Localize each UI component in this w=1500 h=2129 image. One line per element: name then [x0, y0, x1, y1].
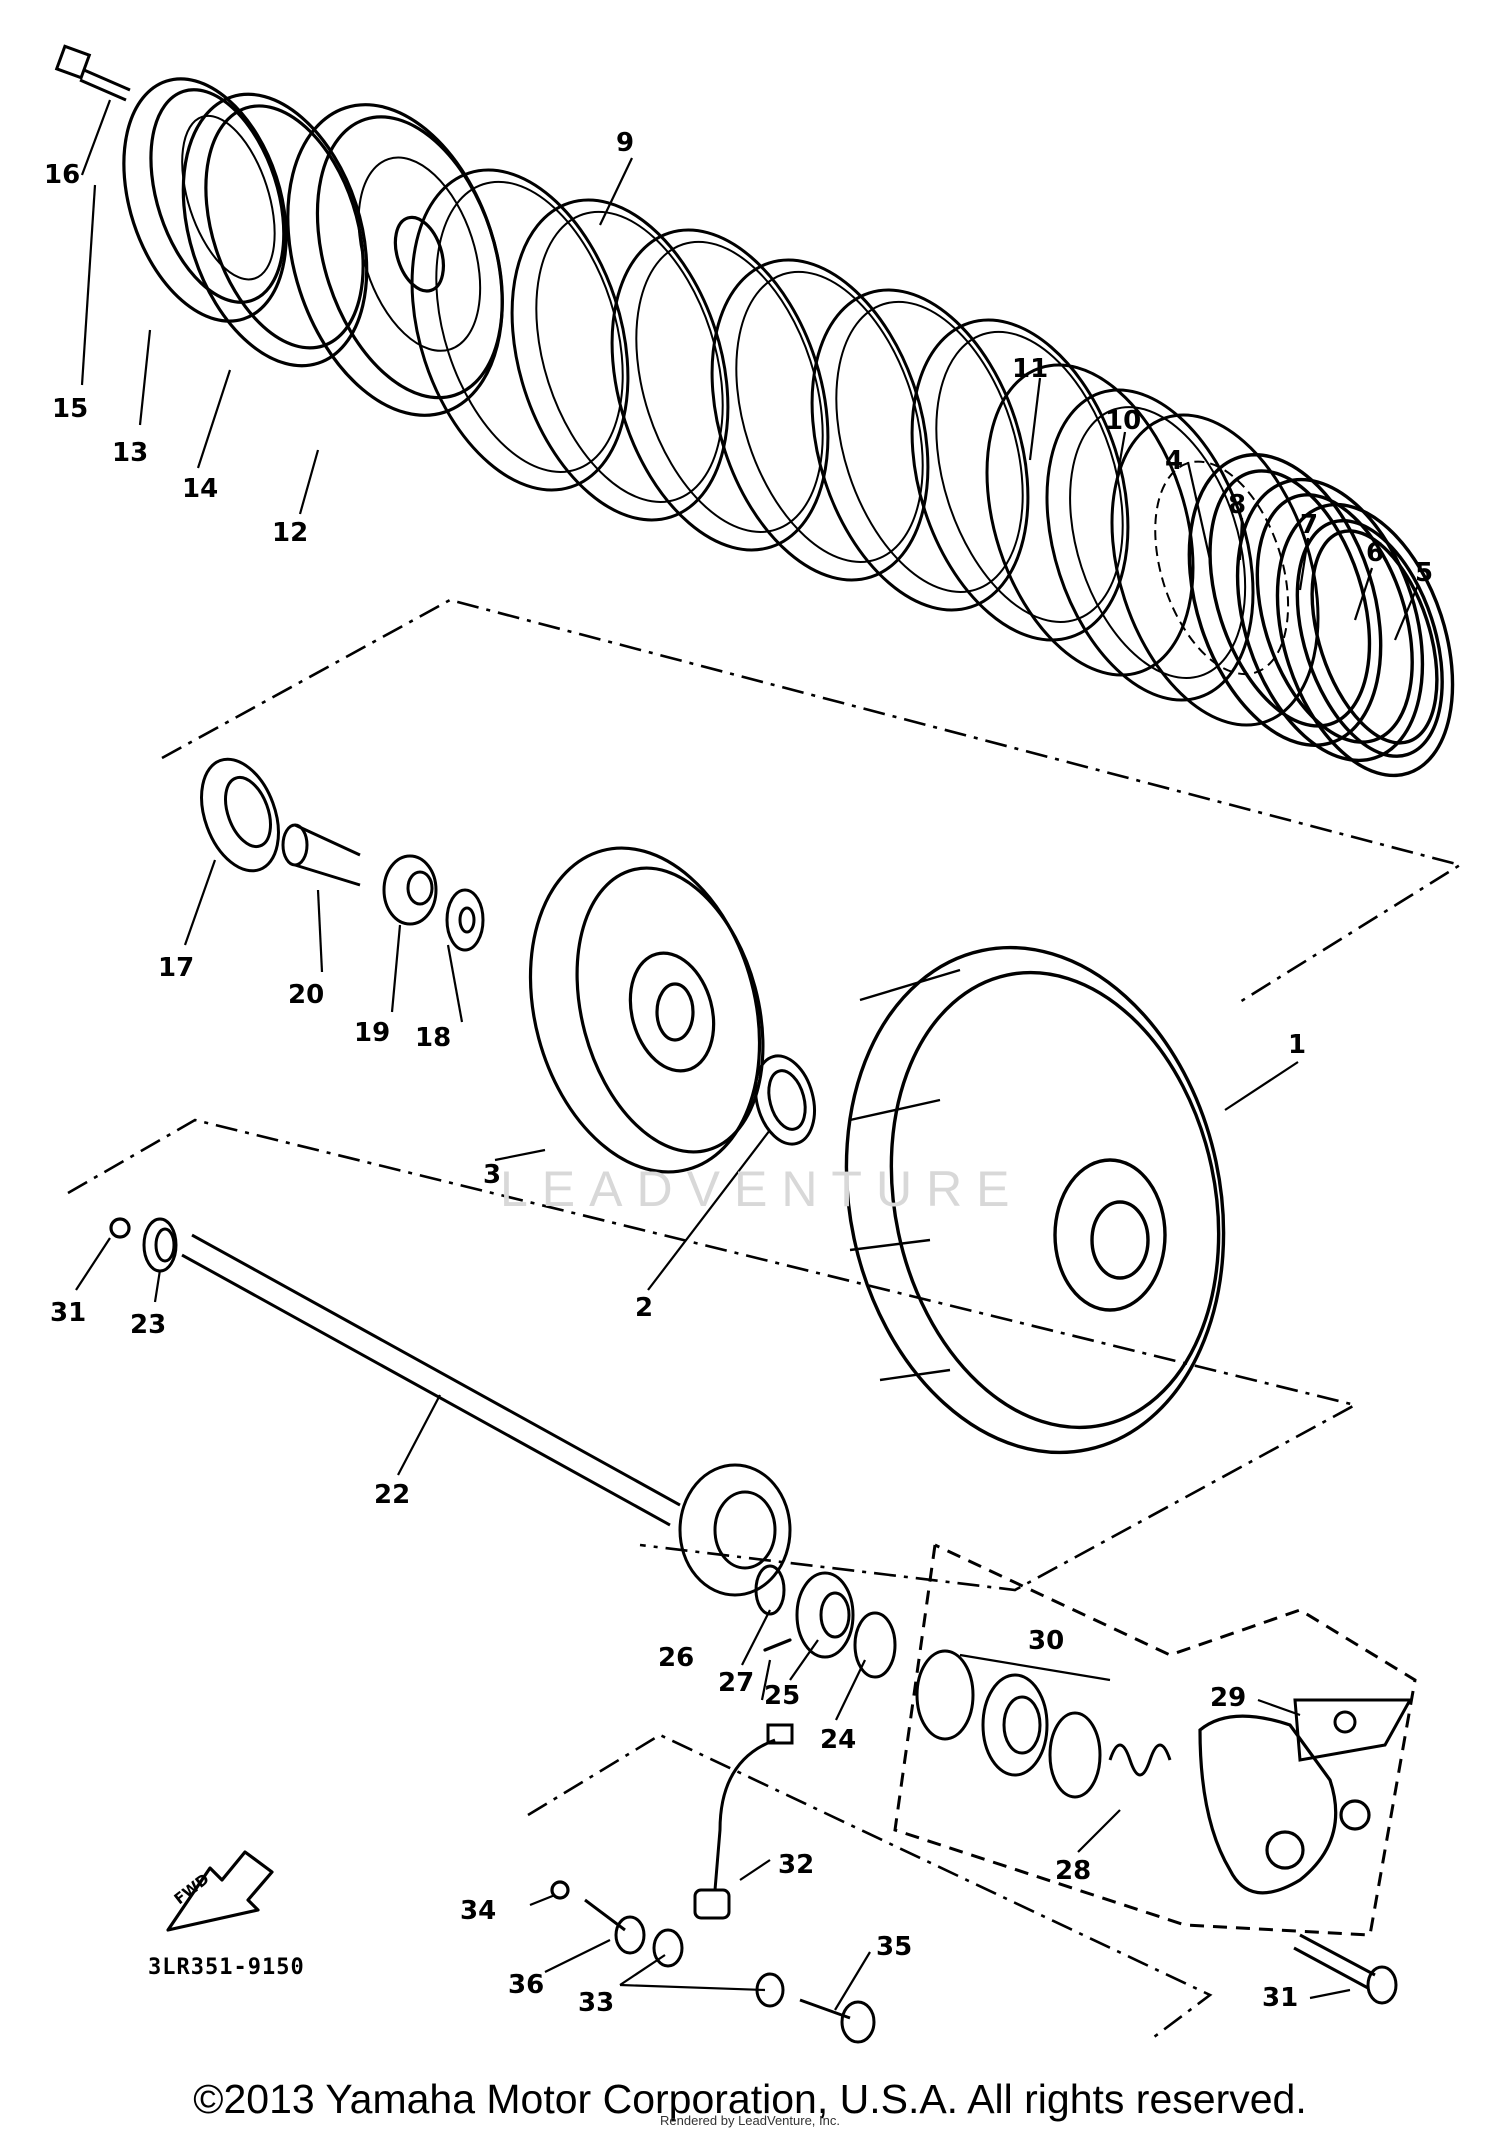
callout-8: 8 — [1228, 490, 1247, 520]
callout-22: 22 — [374, 1480, 411, 1510]
callout-34: 34 — [460, 1896, 497, 1926]
callout-27: 27 — [718, 1668, 755, 1698]
callout-32: 32 — [778, 1850, 815, 1880]
callout-6: 6 — [1366, 538, 1385, 568]
callout-26: 26 — [658, 1643, 695, 1673]
watermark-text: LEADVENTURE — [500, 1161, 1024, 1217]
callout-35: 35 — [876, 1932, 913, 1962]
fwd-arrow-icon — [166, 1850, 274, 1932]
callout-3: 3 — [483, 1160, 502, 1190]
union-bolt-35 — [799, 1998, 876, 2044]
callout-10: 10 — [1105, 406, 1142, 436]
ring-14 — [181, 92, 369, 368]
spring-plates-5-8 — [1187, 453, 1455, 778]
bearing-17 — [200, 757, 280, 873]
clutch-boss-12 — [286, 103, 504, 417]
callout-15: 15 — [52, 394, 89, 424]
bolt-31 — [1293, 1933, 1398, 2005]
piston-25 — [795, 1571, 855, 1659]
callout-13: 13 — [112, 438, 149, 468]
pressure-plate-cover — [122, 77, 288, 323]
pushrod-20 — [281, 823, 361, 887]
callout-29: 29 — [1210, 1683, 1247, 1713]
callout-31a: 31 — [50, 1298, 87, 1328]
bolt-16 — [54, 44, 131, 102]
callout-1: 1 — [1288, 1030, 1307, 1060]
callout-36: 36 — [508, 1970, 545, 2000]
pressure-plate-3 — [528, 846, 765, 1174]
callout-17: 17 — [158, 953, 195, 983]
callout-33: 33 — [578, 1988, 615, 2018]
callout-24: 24 — [820, 1725, 857, 1755]
sensor-group-outline — [527, 1733, 1213, 2042]
rendered-by-notice: Rendered by LeadVenture, Inc. — [660, 2113, 840, 2128]
shaft-group-outline — [67, 1118, 1359, 1592]
bleed-screw-36 — [584, 1898, 646, 1955]
callout-12: 12 — [272, 518, 309, 548]
pushrod-22 — [181, 1233, 681, 1527]
bracket-29 — [1293, 1698, 1413, 1762]
ball-31 — [109, 1217, 131, 1239]
callout-20: 20 — [288, 980, 325, 1010]
seal-23 — [142, 1217, 178, 1273]
o-ring-34 — [550, 1880, 570, 1900]
washers-33 — [652, 1928, 785, 2008]
callout-19: 19 — [354, 1018, 391, 1048]
callout-25: 25 — [764, 1681, 801, 1711]
callout-28: 28 — [1055, 1856, 1092, 1886]
callout-30: 30 — [1028, 1626, 1065, 1656]
release-cylinder-28 — [1198, 1714, 1371, 1895]
release-mechanism-outline — [893, 1543, 1417, 1937]
seal-kit-30 — [915, 1649, 1172, 1799]
callout-7: 7 — [1300, 510, 1319, 540]
copyright-notice: ©2013 Yamaha Motor Corporation, U.S.A. A… — [193, 2076, 1307, 2122]
plate-group-outline — [161, 598, 1464, 1007]
leader-lines — [75, 99, 1420, 2011]
callout-14: 14 — [182, 474, 219, 504]
plates-10-11-4 — [985, 363, 1320, 727]
seal-24 — [853, 1611, 897, 1679]
clutch-housing-1 — [844, 945, 1226, 1455]
switch-lead-32 — [693, 1723, 794, 1920]
callout-18: 18 — [415, 1023, 452, 1053]
callout-2: 2 — [635, 1293, 654, 1323]
friction-plates-9 — [410, 168, 1130, 642]
washer-2 — [754, 1054, 816, 1146]
callout-9: 9 — [616, 128, 635, 158]
bearing-26-area — [678, 1463, 792, 1616]
callout-23: 23 — [130, 1310, 167, 1340]
catalog-code: 3LR351-9150 — [148, 1955, 305, 1980]
callout-31b: 31 — [1262, 1983, 1299, 2013]
washer-18 — [445, 888, 485, 952]
nut-19 — [382, 854, 438, 926]
callout-5: 5 — [1415, 558, 1434, 588]
callout-11: 11 — [1012, 354, 1049, 384]
callout-4: 4 — [1165, 446, 1184, 476]
callout-16: 16 — [44, 160, 81, 190]
pin-27 — [763, 1638, 792, 1652]
